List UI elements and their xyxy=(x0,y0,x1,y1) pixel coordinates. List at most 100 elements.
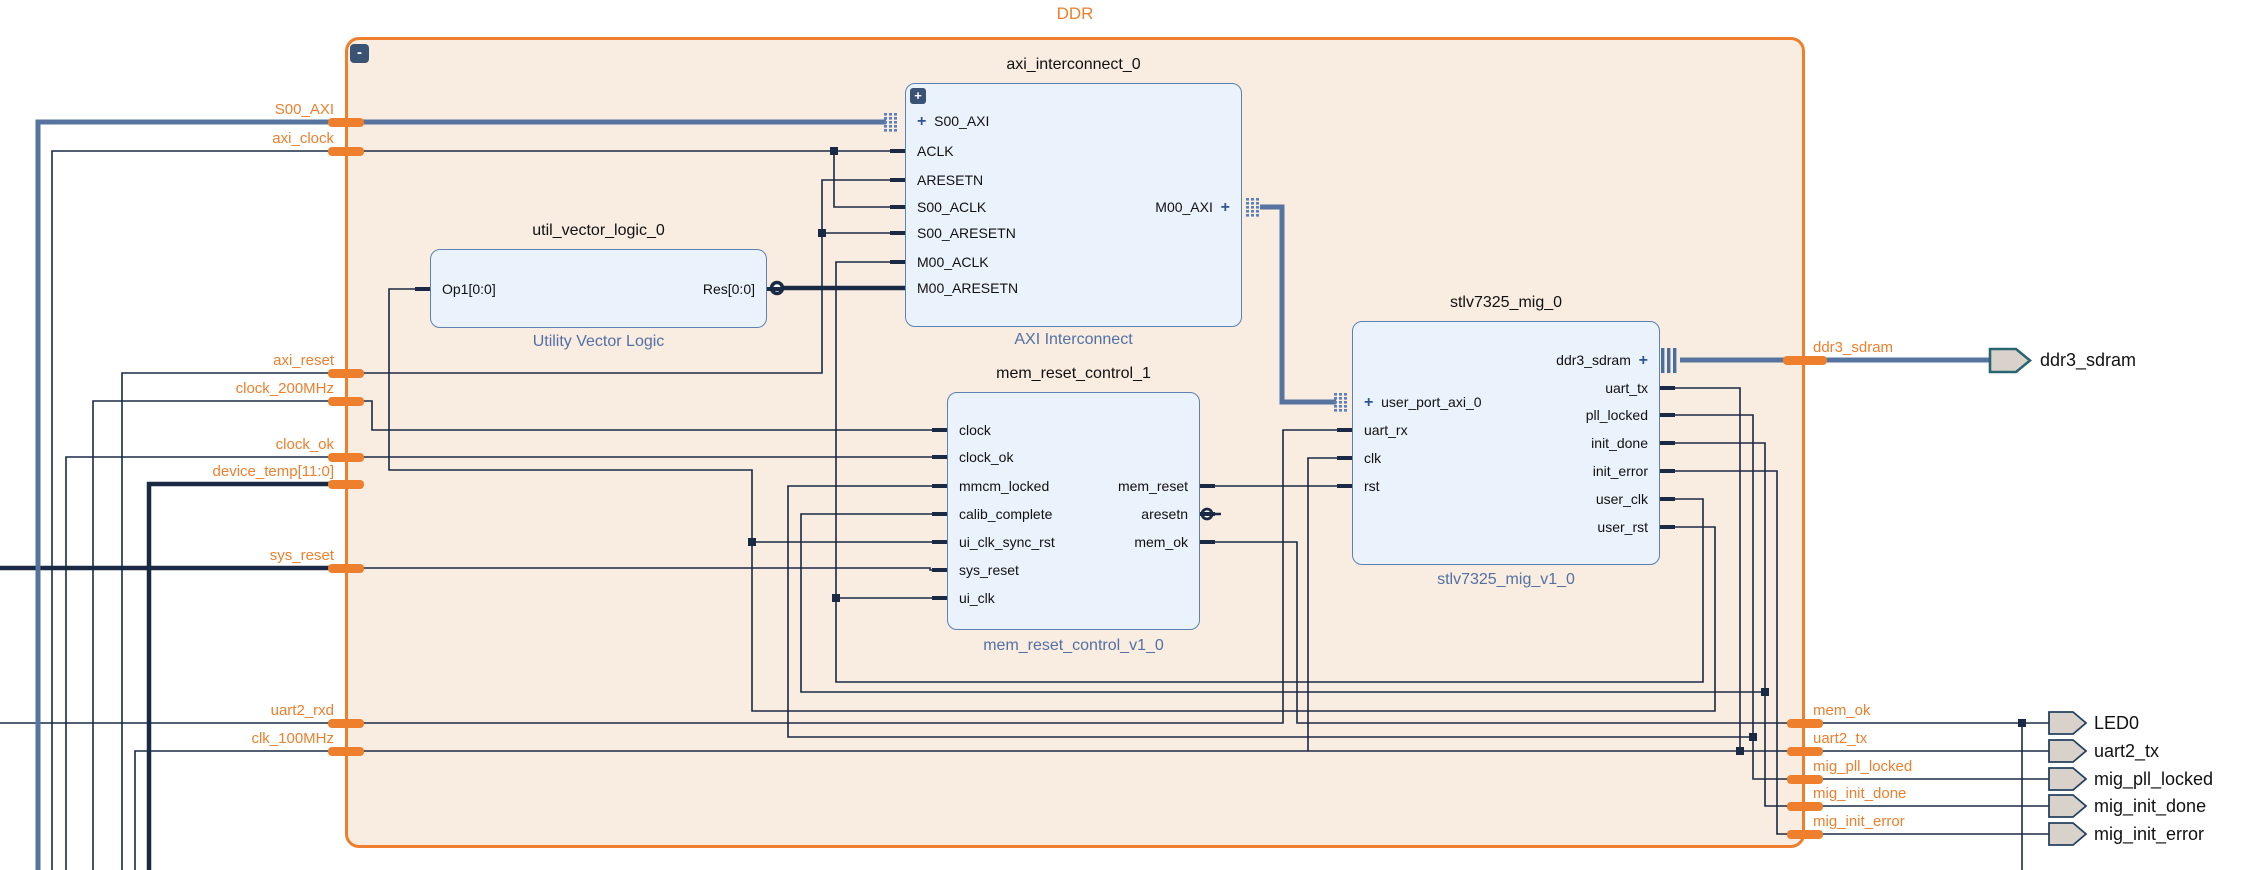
boundary-pin-S00_AXI[interactable] xyxy=(328,117,364,127)
interface-connector-dots xyxy=(1339,405,1342,408)
block-title-util_vector_logic_0: util_vector_logic_0 xyxy=(532,222,665,239)
pin-rst[interactable]: rst xyxy=(1364,477,1380,495)
expand-block-button[interactable]: + xyxy=(910,88,926,104)
boundary-pin-device_temp[11:0][interactable] xyxy=(328,479,364,489)
boundary-pin-clk_100MHz[interactable] xyxy=(328,746,364,756)
pin-Op1[0:0][interactable]: Op1[0:0] xyxy=(442,280,496,298)
boundary-pin-mem_ok[interactable] xyxy=(1787,718,1823,728)
expand-interface-icon[interactable]: + xyxy=(1638,352,1648,369)
block-type-label-mem_reset_control_1: mem_reset_control_v1_0 xyxy=(983,637,1164,654)
pin-init_done[interactable]: init_done xyxy=(1591,434,1648,452)
interface-connector-dots xyxy=(884,113,887,116)
interface-connector-dots xyxy=(1334,393,1337,396)
interface-connector-dots xyxy=(884,129,887,132)
boundary-pin-axi_clock[interactable] xyxy=(328,146,364,156)
boundary-input-label: axi_reset xyxy=(273,352,334,369)
external-port-label-ddr3_sdram[interactable]: ddr3_sdram xyxy=(2040,350,2137,370)
pin-aresetn[interactable]: aresetn xyxy=(1141,505,1188,523)
interface-bus-connector xyxy=(1661,348,1665,373)
pin-uart_rx[interactable]: uart_rx xyxy=(1364,421,1408,439)
interface-connector-dots xyxy=(1256,198,1259,201)
boundary-pin-uart2_rxd[interactable] xyxy=(328,718,364,728)
interface-connector-dots xyxy=(894,125,897,128)
expand-interface-icon[interactable]: + xyxy=(1220,199,1230,216)
boundary-pin-sys_reset[interactable] xyxy=(328,563,364,573)
pin-user_clk[interactable]: user_clk xyxy=(1596,490,1648,508)
pin-clk[interactable]: clk xyxy=(1364,449,1381,467)
external-port-label-mig_init_done[interactable]: mig_init_done xyxy=(2094,796,2207,816)
external-port-label-LED0[interactable]: LED0 xyxy=(2094,713,2140,733)
boundary-pin-mig_init_error[interactable] xyxy=(1787,829,1823,839)
pin-ACLK[interactable]: ACLK xyxy=(917,142,954,160)
pin-S00_ARESETN[interactable]: S00_ARESETN xyxy=(917,224,1016,242)
pin-pll_locked[interactable]: pll_locked xyxy=(1586,406,1648,424)
pin-clock_ok[interactable]: clock_ok xyxy=(959,448,1013,466)
boundary-pin-ddr3_sdram[interactable] xyxy=(1783,355,1827,365)
external-port-label-mig_pll_locked[interactable]: mig_pll_locked xyxy=(2094,769,2214,789)
pin-M00_ARESETN[interactable]: M00_ARESETN xyxy=(917,279,1018,297)
pin-ARESETN[interactable]: ARESETN xyxy=(917,171,983,189)
ip-block-mem_reset_control_1[interactable] xyxy=(947,392,1200,630)
pin-Res[0:0][interactable]: Res[0:0] xyxy=(703,280,755,298)
pin-ddr3_sdram[interactable]: ddr3_sdram + xyxy=(1556,351,1648,369)
wire-junction-dots xyxy=(748,147,2026,755)
external-ports-shapes[interactable] xyxy=(1988,347,2088,846)
pin-label: init_error xyxy=(1592,463,1648,479)
pin-ui_clk_sync_rst[interactable]: ui_clk_sync_rst xyxy=(959,533,1055,551)
external-port-label-uart2_tx[interactable]: uart2_tx xyxy=(2094,741,2160,761)
pin-mmcm_locked[interactable]: mmcm_locked xyxy=(959,477,1049,495)
ip-block-util_vector_logic_0[interactable] xyxy=(430,249,767,328)
pin-mem_ok[interactable]: mem_ok xyxy=(1134,533,1188,551)
pin-clock[interactable]: clock xyxy=(959,421,991,439)
boundary-input-label: uart2_rxd xyxy=(270,702,334,719)
pin-label: Res[0:0] xyxy=(702,281,755,297)
pin-S00_ACLK[interactable]: S00_ACLK xyxy=(917,198,986,216)
interface-connector-dots xyxy=(894,117,897,120)
interface-connector-dots xyxy=(1246,214,1249,217)
pin-user_rst[interactable]: user_rst xyxy=(1597,518,1648,536)
interface-connector-dots xyxy=(1344,405,1347,408)
block-title-axi_interconnect_0: axi_interconnect_0 xyxy=(1006,56,1141,73)
boundary-pin-clock_200MHz[interactable] xyxy=(328,396,364,406)
pin-calib_complete[interactable]: calib_complete xyxy=(959,505,1052,523)
boundary-pin-uart2_tx[interactable] xyxy=(1787,746,1823,756)
pin-ui_clk[interactable]: ui_clk xyxy=(959,589,995,607)
interface-connector-dots xyxy=(894,113,897,116)
pin-S00_AXI[interactable]: + S00_AXI xyxy=(917,112,989,130)
interface-connector-dots xyxy=(1256,214,1259,217)
pin-mem_reset[interactable]: mem_reset xyxy=(1118,477,1188,495)
expand-interface-icon[interactable]: + xyxy=(917,113,927,130)
boundary-pin-clock_ok[interactable] xyxy=(328,452,364,462)
signal-wires xyxy=(0,150,2049,870)
expand-interface-icon[interactable]: + xyxy=(1364,394,1374,411)
bus-wires xyxy=(0,285,905,870)
interface-connector-dots xyxy=(1334,401,1337,404)
interface-connector-dots xyxy=(889,121,892,124)
boundary-pin-mig_init_done[interactable] xyxy=(1787,801,1823,811)
boundary-pin-mig_pll_locked[interactable] xyxy=(1787,774,1823,784)
pin-label: clock_ok xyxy=(959,449,1014,465)
pin-sys_reset[interactable]: sys_reset xyxy=(959,561,1019,579)
boundary-pin-axi_reset[interactable] xyxy=(328,368,364,378)
collapse-hierarchy-button[interactable]: - xyxy=(350,44,369,63)
ip-block-stlv7325_mig_0[interactable] xyxy=(1352,321,1660,565)
pin-label: mem_ok xyxy=(1134,534,1188,550)
pin-label: user_port_axi_0 xyxy=(1381,394,1482,410)
block-type-label-util_vector_logic_0: Utility Vector Logic xyxy=(532,333,665,350)
pin-init_error[interactable]: init_error xyxy=(1593,462,1648,480)
pin-user_port_axi_0[interactable]: + user_port_axi_0 xyxy=(1364,393,1482,411)
boundary-output-label: mem_ok xyxy=(1813,702,1871,719)
interface-connector-dots xyxy=(1334,397,1337,400)
pin-label: M00_AXI xyxy=(1155,199,1213,215)
pin-M00_ACLK[interactable]: M00_ACLK xyxy=(917,253,989,271)
interface-connector-dots xyxy=(889,117,892,120)
ip-block-axi_interconnect_0[interactable] xyxy=(905,83,1242,327)
pin-M00_AXI[interactable]: M00_AXI + xyxy=(1155,198,1230,216)
block-type-label-axi_interconnect_0: AXI Interconnect xyxy=(1014,331,1133,348)
pin-uart_tx[interactable]: uart_tx xyxy=(1605,379,1648,397)
interface-connector-dots xyxy=(889,125,892,128)
external-port-label-mig_init_error[interactable]: mig_init_error xyxy=(2094,824,2205,844)
interface-connector-dots xyxy=(1246,198,1249,201)
boundary-input-label: clk_100MHz xyxy=(251,730,334,747)
